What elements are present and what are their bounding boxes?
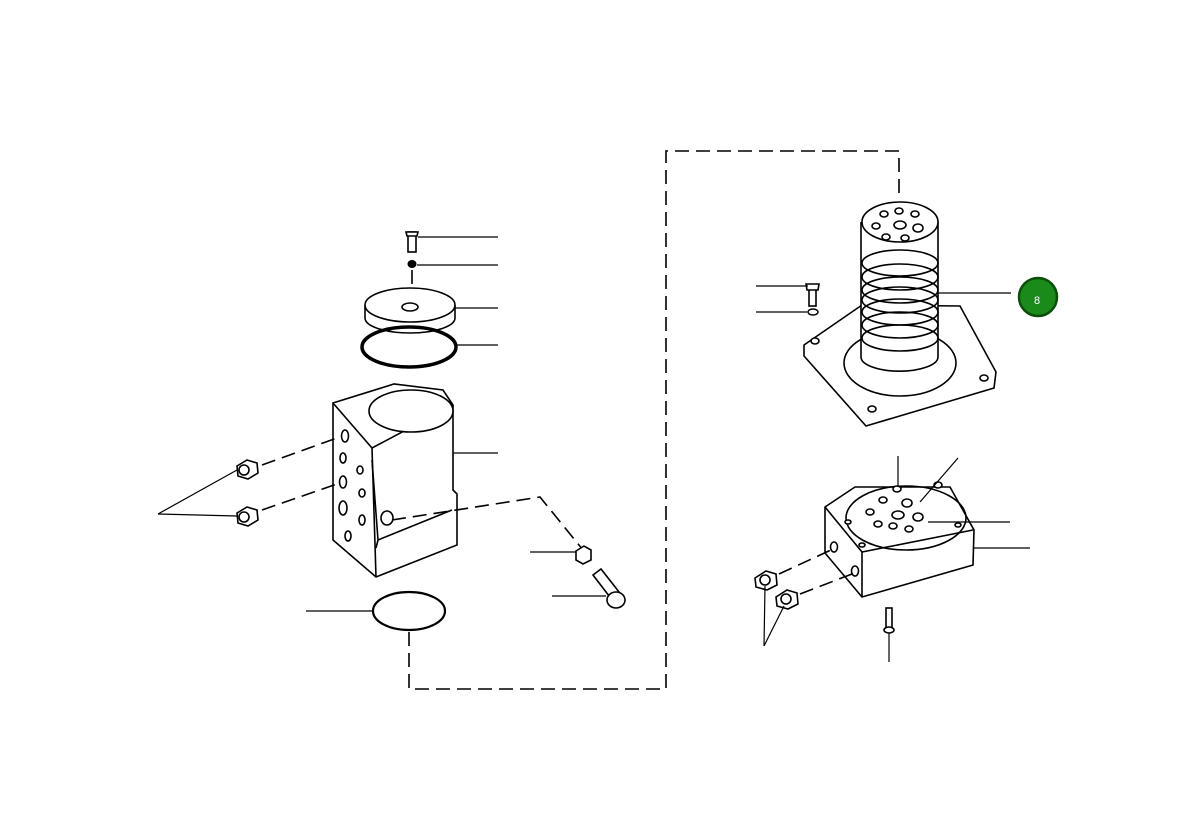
callout-8-button[interactable]: 8	[1017, 276, 1059, 318]
small-washer	[407, 260, 417, 268]
connection-path	[408, 150, 900, 690]
flange-washer	[807, 308, 819, 316]
callout-8-circle	[1017, 276, 1059, 318]
main-housing	[332, 383, 458, 578]
cover-disc	[364, 287, 456, 334]
rotary-joint-assembly	[756, 201, 1011, 427]
manifold-block	[754, 456, 1030, 662]
banjo-bolt	[591, 567, 626, 609]
o-ring-large	[360, 325, 458, 369]
plug-upper	[236, 459, 259, 480]
bottom-screw	[883, 607, 895, 634]
plug-right-upper	[754, 570, 778, 591]
flange-bolt	[805, 283, 820, 307]
plug-right-lower	[775, 589, 799, 610]
top-bolt	[404, 231, 420, 253]
o-ring-bottom	[371, 590, 447, 632]
plug-lower	[236, 506, 259, 527]
small-nut	[575, 545, 592, 565]
left-assembly	[157, 231, 626, 632]
callout-8-label: 8	[1034, 295, 1040, 307]
